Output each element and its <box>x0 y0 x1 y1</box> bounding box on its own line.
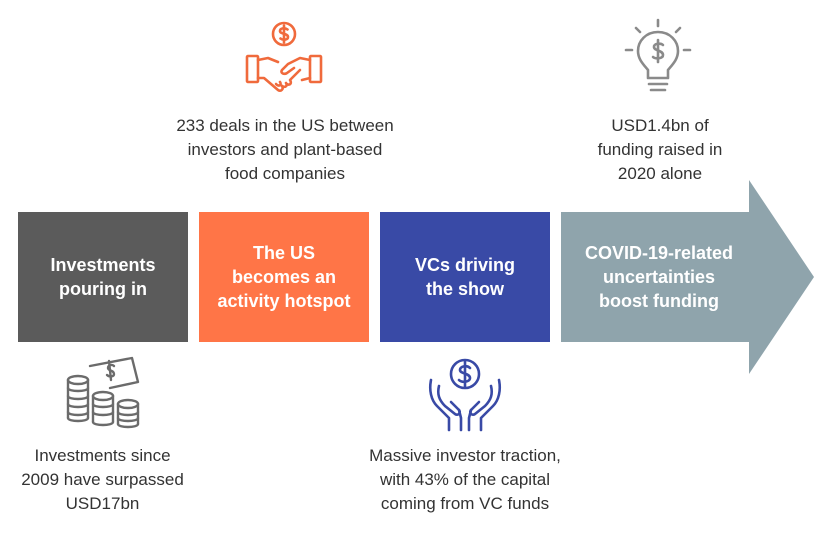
caption-vc-traction: Massive investor traction, with 43% of t… <box>369 446 561 513</box>
coins-and-banknote-icon <box>66 356 140 429</box>
caption-investments: Investments since 2009 have surpassed US… <box>21 446 184 513</box>
caption-us-deals: 233 deals in the US between investors an… <box>176 116 394 183</box>
stage-box-us-hotspot: The US becomes an activity hotspot <box>199 212 369 342</box>
handshake-dollar-icon <box>245 21 323 92</box>
stage-box-vcs: VCs driving the show <box>380 212 550 342</box>
stage-box-covid: COVID-19-related uncertainties boost fun… <box>584 243 734 311</box>
stage-arrow-covid <box>561 180 814 374</box>
hands-holding-coin-icon <box>428 358 502 432</box>
stage-box-investments: Investments pouring in <box>18 212 188 342</box>
caption-covid-funding: USD1.4bn of funding raised in 2020 alone <box>597 116 723 183</box>
lightbulb-dollar-icon <box>624 18 692 92</box>
